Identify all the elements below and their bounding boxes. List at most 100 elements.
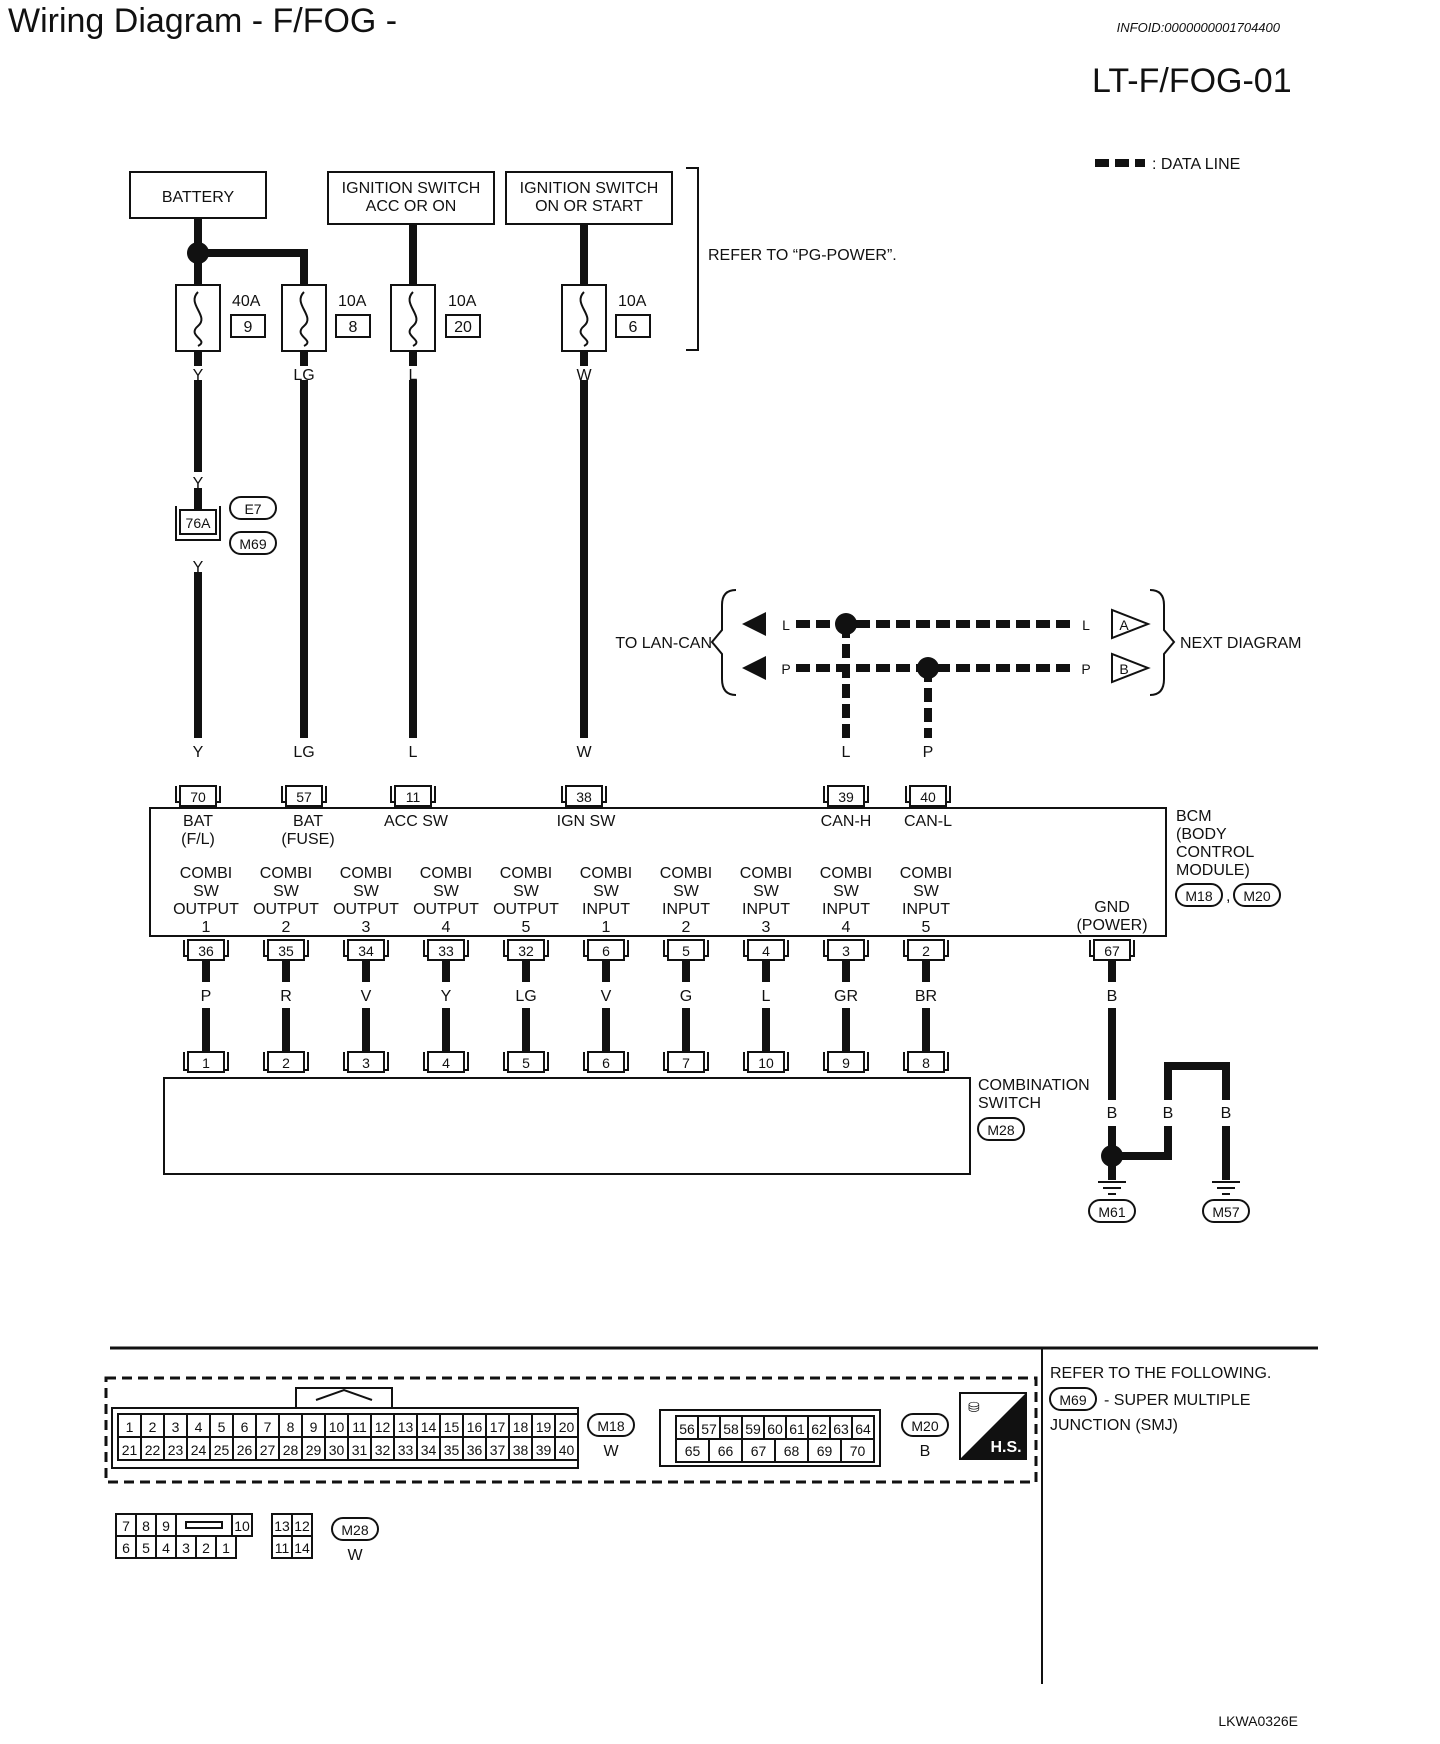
refer-following-3: JUNCTION (SMJ) (1050, 1417, 1178, 1434)
bcm-pin-label: OUTPUT (333, 901, 399, 918)
hs-badge: ⛁ H.S. (959, 1392, 1027, 1460)
connector-id: M20 (911, 1418, 938, 1434)
cavity-number: 24 (191, 1442, 207, 1458)
bcm-gnd-pin: 67 (1089, 939, 1135, 961)
bcm-pin-label: 1 (202, 919, 211, 936)
bcm-pin-label: COMBI (260, 865, 312, 882)
bcm-pin-label: 4 (442, 919, 451, 936)
wire-color-w: W (576, 367, 592, 384)
bcm-name-3: CONTROL (1176, 844, 1254, 861)
combi-name-2: SWITCH (978, 1095, 1041, 1112)
bcm-wire-color-70: Y (193, 744, 204, 761)
wire-color: G (680, 988, 692, 1005)
svg-text:70: 70 (190, 789, 206, 805)
bcm-top-pin-40: 40 CAN-L (904, 785, 952, 830)
svg-text:57: 57 (296, 789, 312, 805)
cavity-number: 7 (264, 1419, 272, 1435)
cavity-number: 3 (182, 1540, 190, 1556)
bcm-pin-label: SW (593, 883, 620, 900)
cavity-number: 2 (149, 1419, 157, 1435)
cavity-number: 1 (222, 1540, 230, 1556)
combi-name-1: COMBINATION (978, 1077, 1090, 1094)
cavity-number: 10 (234, 1518, 250, 1534)
ign-start-line2: ON OR START (535, 198, 643, 215)
bcm-pin-label: INPUT (662, 901, 710, 918)
cavity-number: 19 (536, 1419, 552, 1435)
bcm-module: 70 BAT (F/L) 57 BAT (FUSE) 11 ACC SW 38 … (149, 785, 1281, 937)
cavity-number: 13 (398, 1419, 414, 1435)
bcm-pin-label: 2 (682, 919, 691, 936)
cavity-number: 59 (745, 1421, 761, 1437)
svg-text:M57: M57 (1212, 1204, 1239, 1220)
combi-pin-number: 5 (522, 1055, 530, 1071)
cavity-number: 62 (811, 1421, 827, 1437)
cavity-number: 12 (294, 1518, 310, 1534)
svg-text:67: 67 (1104, 943, 1120, 959)
bcm-pin-label: COMBI (420, 865, 472, 882)
connector-color: W (603, 1443, 619, 1460)
cavity-number: 13 (274, 1518, 290, 1534)
bcm-pin-number: 35 (278, 943, 294, 959)
bcm-pin-label: SW (673, 883, 700, 900)
bcm-pin-label: COMBI (660, 865, 712, 882)
bcm-name-2: (BODY (1176, 826, 1227, 843)
joint-conn-m69: M69 (239, 536, 266, 552)
connector-id: M18 (597, 1418, 624, 1434)
bcm-pin-label: SW (913, 883, 940, 900)
cavity-number: 35 (444, 1442, 460, 1458)
joint-conn-e7: E7 (244, 501, 261, 517)
bcm-pin-number: 32 (518, 943, 534, 959)
bcm-pin-label: COMBI (740, 865, 792, 882)
ign-start-line1: IGNITION SWITCH (520, 180, 659, 197)
bcm-pin-label: 3 (762, 919, 771, 936)
refer-pg-power: REFER TO “PG-POWER”. (708, 247, 897, 264)
to-lan-can: TO LAN-CAN (615, 635, 712, 652)
bcm-pin-label: SW (193, 883, 220, 900)
bcm-pin-label: SW (513, 883, 540, 900)
ignition-start-box: IGNITION SWITCH ON OR START (505, 171, 673, 225)
cavity-number: 40 (559, 1442, 575, 1458)
bcm-pin-number: 36 (198, 943, 214, 959)
cavity-number: 29 (306, 1442, 322, 1458)
svg-text:CAN-H: CAN-H (821, 813, 872, 830)
cavity-number: 18 (513, 1419, 529, 1435)
bcm-pin-label: COMBI (340, 865, 392, 882)
bcm-pin-label: COMBI (820, 865, 872, 882)
wire-color-y: Y (193, 367, 204, 384)
cavity-number: 70 (850, 1443, 866, 1459)
fuse-2-number: 8 (349, 319, 358, 336)
connector-id: M28 (341, 1522, 368, 1538)
cavity-number: 68 (784, 1443, 800, 1459)
footer-code: LKWA0326E (1218, 1713, 1298, 1729)
cavity-number: 10 (329, 1419, 345, 1435)
gnd-wire-color-2: B (1107, 1105, 1118, 1122)
joint-connector-76a: 76A E7 M69 (175, 496, 277, 555)
svg-text:P: P (1081, 661, 1090, 677)
bcm-pin-label: OUTPUT (413, 901, 479, 918)
bcm-pin-label: INPUT (902, 901, 950, 918)
refer-following-1: REFER TO THE FOLLOWING. (1050, 1365, 1271, 1382)
cavity-number: 33 (398, 1442, 414, 1458)
bcm-pin-label: COMBI (180, 865, 232, 882)
fuse-4-amps: 10A (618, 293, 647, 310)
wire-color: V (361, 988, 372, 1005)
refer-conn-m69: M69 (1059, 1392, 1086, 1408)
svg-text:11: 11 (406, 789, 421, 805)
cavity-number: 9 (310, 1419, 318, 1435)
combi-pin-number: 2 (282, 1055, 290, 1071)
bcm-wire-color-38: W (576, 744, 592, 761)
bcm-pin-label: COMBI (500, 865, 552, 882)
connector-color: W (347, 1547, 363, 1564)
bcm-pin-label: COMBI (900, 865, 952, 882)
combi-pin-number: 3 (362, 1055, 370, 1071)
svg-text:L: L (1082, 617, 1090, 633)
fuse-4-number: 6 (629, 319, 638, 336)
bcm-pin-34: COMBISWOUTPUT334V3INPUT3 (333, 865, 399, 1116)
bcm-pin-label: OUTPUT (253, 901, 319, 918)
svg-text:IGN SW: IGN SW (557, 813, 617, 830)
ignition-acc-box: IGNITION SWITCH ACC OR ON (327, 171, 495, 225)
ground-m57: M57 (1202, 1181, 1250, 1223)
bcm-top-pin-38: 38 IGN SW (557, 785, 617, 830)
combi-pin-number: 6 (602, 1055, 610, 1071)
bcm-conn-m18: M18 (1185, 888, 1212, 904)
